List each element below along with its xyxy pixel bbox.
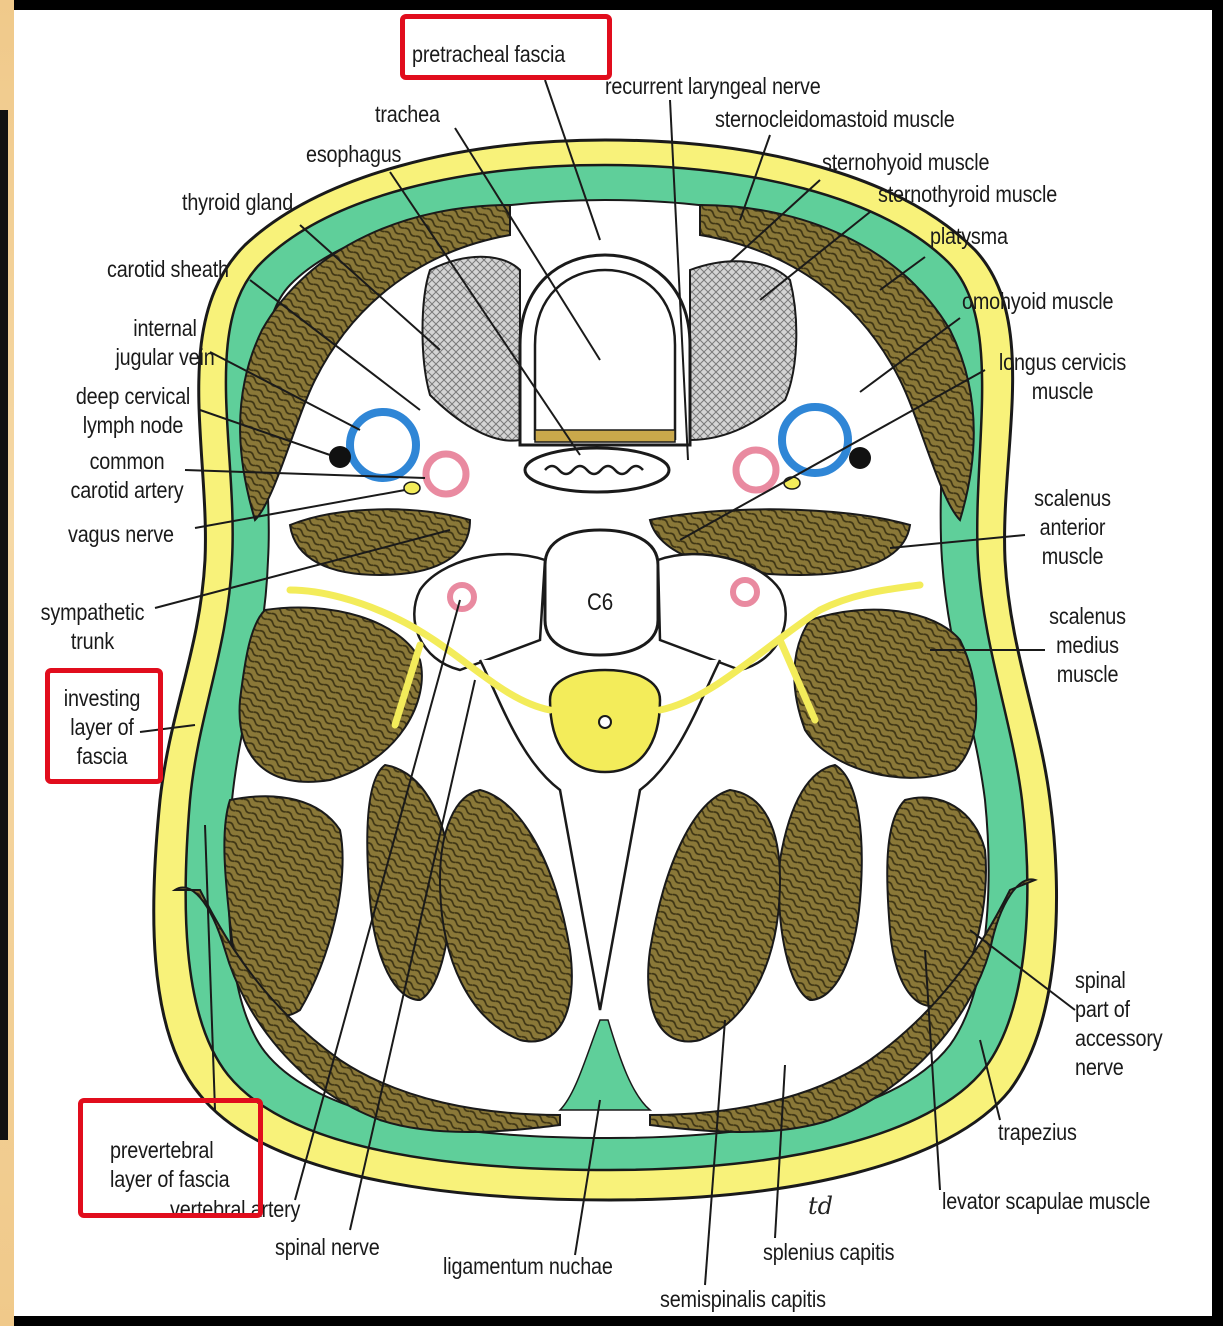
- label-line: muscle: [987, 377, 1138, 406]
- label-line: deep cervical: [73, 382, 193, 411]
- signature-td: td: [808, 1192, 833, 1220]
- vertebral-artery-right: [733, 580, 757, 604]
- label-line: longus cervicis: [987, 348, 1138, 377]
- label-deep-cervical-lymph-node: deep cervical lymph node: [73, 382, 193, 440]
- label-line: muscle: [1032, 542, 1114, 571]
- label-carotid-sheath: carotid sheath: [107, 255, 229, 284]
- label-spinal-part-of-accessory-nerve: spinal part of accessory nerve: [1075, 966, 1162, 1082]
- vertebral-artery-left: [450, 585, 474, 609]
- label-sternohyoid-muscle: sternohyoid muscle: [822, 148, 989, 177]
- label-line: anterior: [1032, 513, 1114, 542]
- label-line: nerve: [1075, 1053, 1162, 1082]
- label-line: jugular vein: [105, 343, 225, 372]
- label-longus-cervicis-muscle: longus cervicis muscle: [987, 348, 1138, 406]
- label-vagus-nerve: vagus nerve: [68, 520, 174, 549]
- label-common-carotid-artery: common carotid artery: [67, 447, 187, 505]
- internal-jugular-vein-left: [350, 412, 416, 478]
- highlight-pretracheal-fascia: [400, 14, 612, 80]
- label-internal-jugular-vein: internal jugular vein: [105, 314, 225, 372]
- label-sternocleidomastoid-muscle: sternocleidomastoid muscle: [715, 105, 955, 134]
- label-scalenus-anterior-muscle: scalenus anterior muscle: [1032, 484, 1114, 571]
- label-splenius-capitis: splenius capitis: [763, 1238, 894, 1267]
- lymph-node-left: [329, 446, 351, 468]
- label-line: muscle: [1047, 660, 1129, 689]
- label-line: trunk: [39, 627, 147, 656]
- label-ligamentum-nuchae: ligamentum nuchae: [443, 1252, 613, 1281]
- label-line: scalenus: [1047, 602, 1129, 631]
- label-platysma: platysma: [930, 222, 1008, 251]
- highlight-prevertebral-layer-of-fascia: [78, 1098, 263, 1218]
- label-c6: C6: [574, 588, 626, 617]
- label-line: carotid artery: [67, 476, 187, 505]
- vagus-nerve-left: [404, 482, 420, 494]
- label-line: common: [67, 447, 187, 476]
- label-esophagus: esophagus: [306, 140, 401, 169]
- label-line: spinal: [1075, 966, 1162, 995]
- label-scalenus-medius-muscle: scalenus medius muscle: [1047, 602, 1129, 689]
- label-line: part of: [1075, 995, 1162, 1024]
- internal-jugular-vein-right: [782, 407, 848, 473]
- label-line: sympathetic: [39, 598, 147, 627]
- vagus-nerve-right: [784, 477, 800, 489]
- label-spinal-nerve: spinal nerve: [275, 1233, 380, 1262]
- common-carotid-artery-right: [736, 450, 776, 490]
- label-semispinalis-capitis: semispinalis capitis: [660, 1285, 826, 1314]
- label-omohyoid-muscle: omohyoid muscle: [962, 287, 1113, 316]
- label-trachea: trachea: [375, 100, 440, 129]
- label-trapezius: trapezius: [998, 1118, 1077, 1147]
- lymph-node-right: [849, 447, 871, 469]
- highlight-investing-layer-of-fascia: [45, 668, 163, 784]
- label-recurrent-laryngeal-nerve: recurrent laryngeal nerve: [605, 72, 821, 101]
- label-line: internal: [105, 314, 225, 343]
- label-line: lymph node: [73, 411, 193, 440]
- common-carotid-artery-left: [426, 454, 466, 494]
- label-line: accessory: [1075, 1024, 1162, 1053]
- label-line: medius: [1047, 631, 1129, 660]
- trachea: [520, 255, 690, 445]
- label-line: scalenus: [1032, 484, 1114, 513]
- label-thyroid-gland: thyroid gland: [182, 188, 293, 217]
- label-sympathetic-trunk: sympathetic trunk: [39, 598, 147, 656]
- label-sternothyroid-muscle: sternothyroid muscle: [878, 180, 1057, 209]
- label-levator-scapulae-muscle: levator scapulae muscle: [942, 1187, 1150, 1216]
